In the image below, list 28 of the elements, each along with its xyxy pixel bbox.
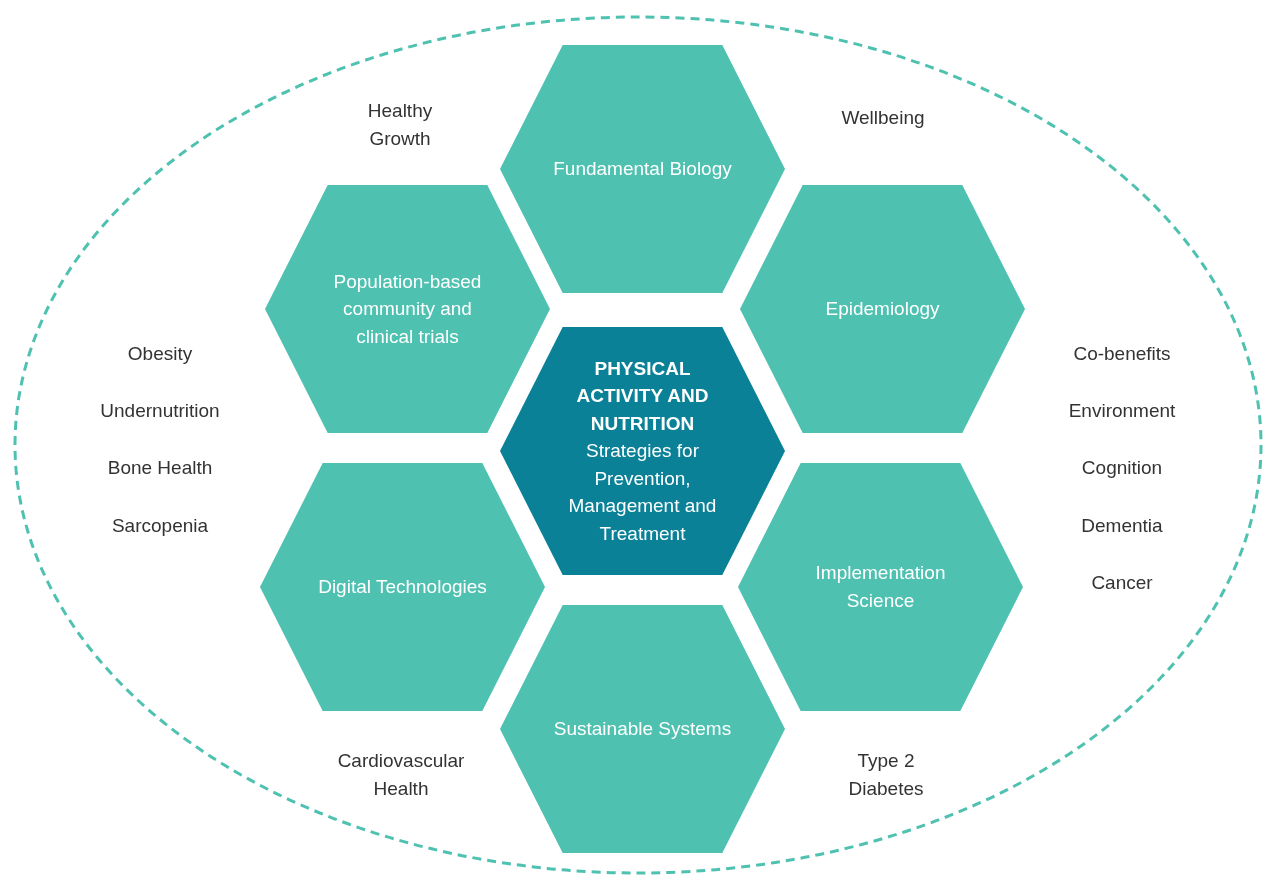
hexagon [500, 605, 785, 853]
hexagon-subtitle: Strategies for Prevention, Management and Treatment [568, 439, 717, 546]
topic-label: Cancer [1091, 571, 1153, 596]
topic-label: Sarcopenia [111, 514, 209, 539]
hexagon [740, 185, 1025, 433]
topic-label: Healthy Growth [366, 99, 434, 151]
hexagon-title: PHYSICAL ACTIVITY AND NUTRITION [575, 356, 710, 436]
hexagon-label: Fundamental Biology [553, 157, 732, 182]
hexagon [738, 463, 1023, 711]
hexagon-label: Digital Technologies [318, 575, 487, 600]
hexagon-label: Implementation Science [814, 561, 947, 613]
topic-label: Obesity [127, 342, 193, 367]
topic-label: Environment [1068, 399, 1176, 424]
hexagon [260, 463, 545, 711]
topic-label: Dementia [1081, 514, 1163, 539]
topic-label: Bone Health [107, 456, 213, 481]
hexagon-label: Population-based community and clinical trials [332, 269, 483, 349]
topic-label: Co-benefits [1073, 342, 1171, 367]
center-hexagon [500, 327, 785, 575]
hexagon [265, 185, 550, 433]
topic-label: Undernutrition [100, 399, 220, 424]
hexagon-label: Sustainable Systems [553, 717, 732, 742]
topic-label: Cognition [1081, 456, 1163, 481]
hexagon [500, 45, 785, 293]
topic-label: Type 2 Diabetes [847, 749, 925, 801]
topic-label: Cardiovascular Health [336, 749, 466, 801]
topic-label: Wellbeing [841, 106, 925, 131]
hexagon-label: Epidemiology [825, 297, 940, 322]
